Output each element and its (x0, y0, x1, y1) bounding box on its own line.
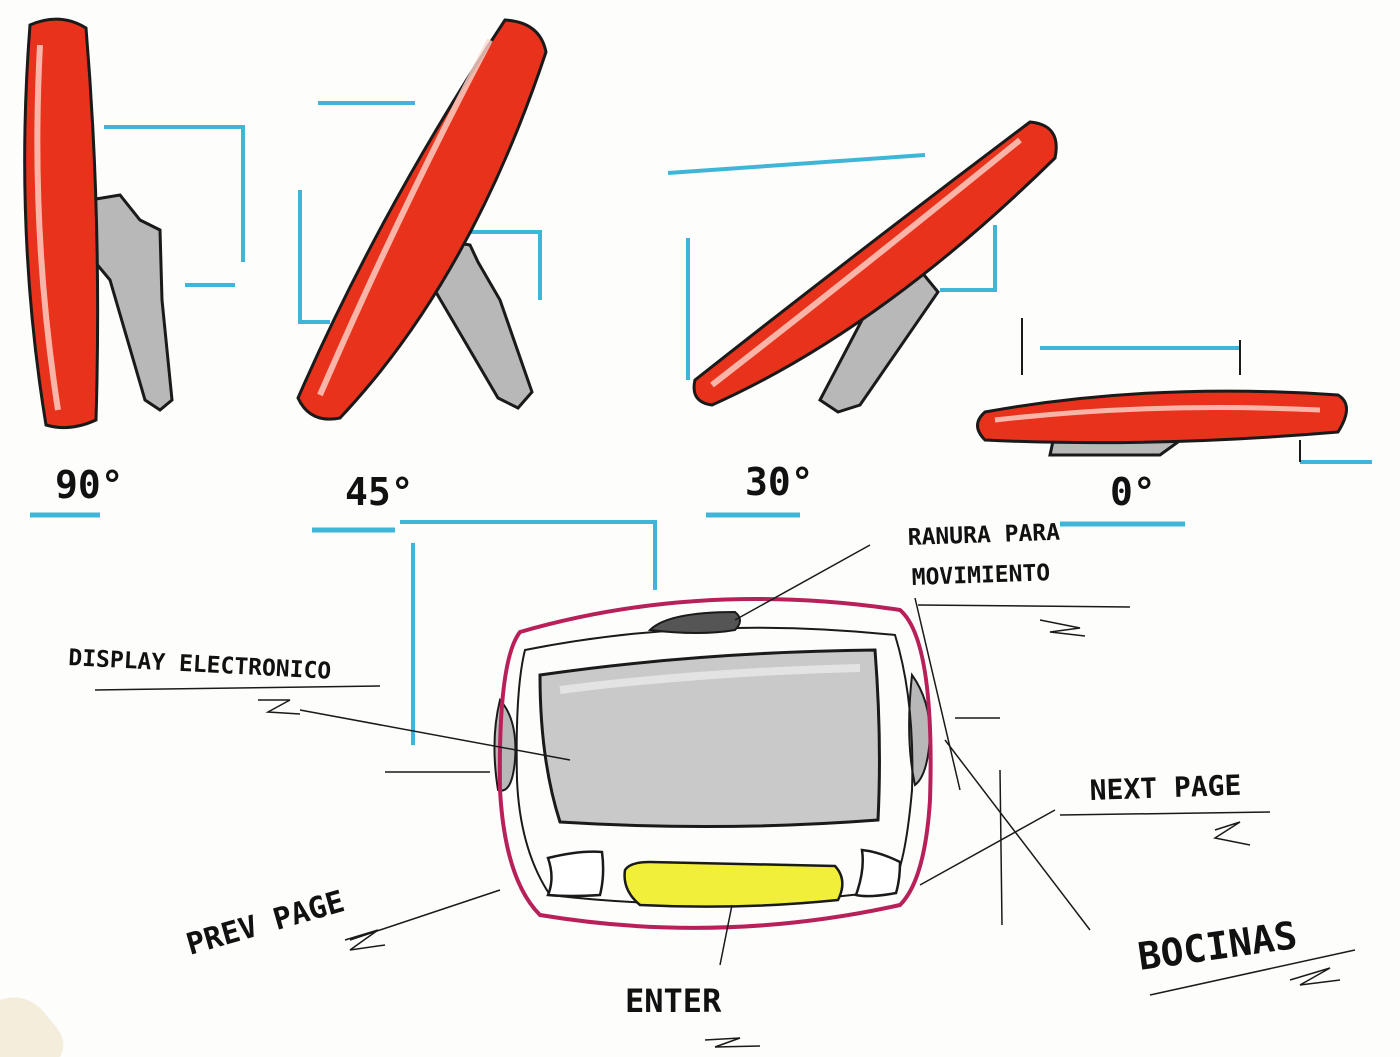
guide-vertical-right (914, 597, 961, 791)
label-ranura-line2: MOVIMIENTO (911, 560, 1050, 591)
speaker-left (493, 697, 517, 792)
scribble-enter (704, 1037, 761, 1048)
angle-label-0: 0° (1110, 470, 1156, 514)
shell-highlight-45 (317, 38, 493, 397)
callout-line-ranura (734, 544, 871, 621)
callout-line-enter (719, 904, 733, 966)
scribble-next-page (1213, 821, 1251, 846)
view-0-degrees (976, 318, 1372, 464)
angle-label-45: 45° (345, 470, 414, 514)
front-view-dimensions (385, 520, 1003, 926)
device-body-outline (497, 597, 933, 930)
prev-page-button (546, 850, 605, 898)
callout-line-bocinas (944, 739, 1091, 931)
angle-label-30: 30° (745, 460, 814, 504)
enter-button (623, 860, 844, 908)
dimension-line-90 (104, 125, 245, 262)
callout-line-next-page (919, 809, 1056, 886)
guide-underline-display (94, 685, 381, 691)
view-45-degrees (296, 18, 548, 421)
angle-label-90: 90° (55, 463, 124, 507)
front-view-device (493, 597, 933, 930)
shell-highlight-90 (34, 44, 61, 411)
scribble-bocinas (1289, 967, 1341, 986)
guide-underline-ranura (917, 604, 1131, 608)
angle-labels: 90° 45° 30° 0° (30, 460, 1185, 533)
guide-underline-next-page (1059, 811, 1271, 816)
movement-slot (647, 610, 741, 634)
dimension-line-front-top (400, 520, 657, 590)
label-prev-page: PREV PAGE (183, 884, 349, 962)
shell-90 (23, 17, 100, 430)
shell-0 (976, 389, 1348, 445)
label-next-page: NEXT PAGE (1089, 769, 1242, 807)
label-bocinas: BOCINAS (1135, 913, 1300, 979)
scribble-ranura (1039, 619, 1086, 637)
electronic-display (538, 648, 881, 829)
scribble-display (258, 699, 301, 715)
shell-highlight-30 (710, 137, 1022, 388)
display-reflection (559, 664, 861, 694)
guide-underline-bocinas (1149, 949, 1356, 996)
paper-stain (0, 997, 64, 1057)
shell-45 (296, 18, 548, 421)
next-page-button (854, 848, 902, 898)
guide-line-right-vertical (999, 769, 1003, 926)
dimension-line-30 (667, 153, 926, 175)
speaker-right (908, 672, 932, 787)
view-30-degrees (667, 120, 1058, 414)
stand-90 (88, 193, 174, 412)
callout-line-prev-page (349, 889, 501, 941)
label-enter: ENTER (625, 982, 722, 1020)
shell-highlight-0 (994, 405, 1321, 423)
scribble-prev-page (344, 929, 386, 951)
stand-45 (428, 238, 534, 410)
shell-30 (692, 120, 1058, 407)
scribble-marks (258, 619, 1341, 1048)
dimension-line-45-right (470, 230, 542, 300)
label-ranura-line1: RANURA PARA (907, 520, 1060, 551)
callout-line-display (299, 709, 571, 761)
label-display-electronico: DISPLAY ELECTRONICO (68, 645, 332, 685)
dimension-line-45-side (298, 190, 330, 324)
view-90-degrees (23, 17, 245, 430)
dimension-line-30-right (940, 225, 997, 292)
